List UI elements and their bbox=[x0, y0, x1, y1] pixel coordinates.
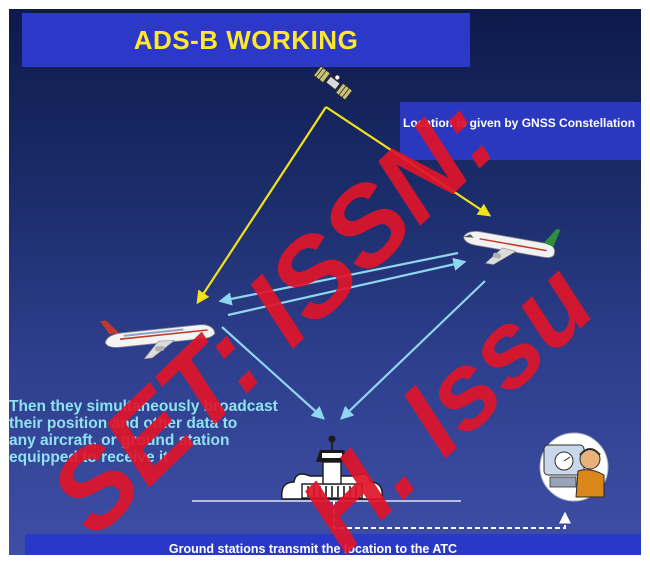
satellite-link-right bbox=[325, 106, 492, 217]
slide-title: ADS-B WORKING bbox=[133, 24, 359, 55]
gnss-label-box: Location is given by GNSS Constellation bbox=[400, 102, 641, 160]
title-banner: ADS-B WORKING bbox=[22, 13, 470, 67]
ground-link-left bbox=[221, 326, 325, 420]
aircraft-link-to-right bbox=[227, 257, 467, 317]
broadcast-description: Then they simultaneously broadcast their… bbox=[9, 398, 284, 466]
control-tower-icon bbox=[281, 435, 383, 500]
atc-link bbox=[333, 501, 571, 529]
broadcast-line: equipped to receive it bbox=[9, 449, 169, 466]
atc-operator-icon bbox=[539, 432, 609, 502]
footer-banner: Ground stations transmit the location to… bbox=[25, 534, 641, 555]
broadcast-line: any aircraft, or ground station bbox=[9, 432, 230, 449]
ads-b-diagram bbox=[100, 65, 609, 529]
slide: ADS-B WORKING Location is given by GNSS … bbox=[9, 9, 641, 555]
aircraft-link-to-left bbox=[218, 251, 459, 306]
broadcast-line: Then they simultaneously broadcast bbox=[9, 398, 278, 415]
ground-link-right bbox=[340, 280, 486, 420]
footer-label: Ground stations transmit the location to… bbox=[168, 542, 458, 555]
aircraft-left-icon bbox=[100, 320, 216, 360]
satellite-icon bbox=[312, 65, 354, 101]
broadcast-line: their position and other data to bbox=[9, 415, 238, 432]
gnss-label: Location is given by GNSS Constellation bbox=[403, 116, 636, 130]
aircraft-right-icon bbox=[463, 229, 561, 265]
satellite-link-left bbox=[196, 106, 327, 305]
